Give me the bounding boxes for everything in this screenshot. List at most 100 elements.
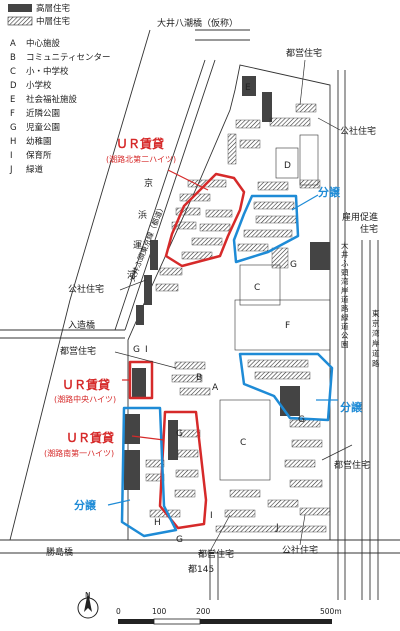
- svg-text:A: A: [10, 39, 16, 49]
- metro-housing-label: 都営住宅: [60, 345, 96, 357]
- facility-letter: D: [284, 161, 291, 171]
- canal-char: 河: [127, 269, 136, 281]
- base-roads: [0, 29, 400, 600]
- legend-item: A 中心施設: [10, 38, 61, 49]
- svg-text:道: 道: [341, 294, 349, 304]
- scale-tick: 200: [196, 607, 211, 616]
- high-rise-swatch: [8, 4, 32, 12]
- svg-text:保育所: 保育所: [26, 150, 52, 161]
- mid-rise-label: 中層住宅: [36, 16, 70, 27]
- svg-text:G: G: [10, 123, 17, 133]
- svg-text:緑: 緑: [341, 312, 349, 322]
- canal-char: 浜: [138, 210, 147, 221]
- legend-item: D 小学校: [10, 80, 52, 91]
- facility-letter: B: [196, 373, 202, 383]
- svg-text:社会福祉施設: 社会福祉施設: [26, 94, 78, 105]
- svg-text:近隣公園: 近隣公園: [26, 108, 60, 119]
- katsushima-bridge-label: 勝島橋: [46, 546, 73, 558]
- scale-tick: 100: [152, 607, 167, 616]
- irifune-bridge-label: 入造橋: [68, 319, 95, 331]
- metro-housing-label: 都営住宅: [198, 548, 234, 560]
- svg-text:東: 東: [372, 308, 380, 318]
- svg-text:C: C: [10, 67, 16, 77]
- building-blocks: [124, 76, 331, 533]
- sale-outlines: [120, 194, 334, 538]
- svg-text:湾: 湾: [341, 276, 349, 286]
- ur-south-title: ＵＲ賃貸: [66, 430, 114, 445]
- svg-text:大: 大: [341, 240, 349, 250]
- svg-text:頭: 頭: [341, 268, 349, 277]
- svg-text:岸: 岸: [341, 286, 349, 295]
- svg-text:路: 路: [341, 303, 349, 313]
- sale-annotations: 分譲 分譲 分譲: [74, 185, 363, 512]
- facility-letter: J: [275, 523, 279, 533]
- svg-text:幼稚園: 幼稚園: [26, 136, 52, 147]
- svg-text:湾: 湾: [372, 328, 380, 338]
- sale-label-middle: 分譲: [340, 400, 363, 414]
- ur-central-outline: [128, 360, 154, 400]
- svg-text:B: B: [10, 53, 16, 63]
- svg-text:H: H: [10, 137, 16, 147]
- svg-text:小・中学校: 小・中学校: [26, 66, 69, 77]
- svg-text:中心施設: 中心施設: [26, 38, 61, 49]
- legend-item: I 保育所: [10, 150, 52, 161]
- facility-letter: A: [212, 383, 219, 393]
- sale-label-north: 分譲: [318, 185, 341, 199]
- sale-middle-outline: [238, 352, 334, 422]
- svg-text:D: D: [10, 81, 17, 91]
- facility-letter: E: [245, 83, 251, 93]
- svg-text:園: 園: [341, 340, 349, 349]
- metro-housing-label: 都営住宅: [286, 47, 322, 59]
- ur-south-subtitle: (潮路南第一ハイツ): [44, 448, 114, 458]
- legend-item: G 児童公園: [10, 122, 60, 133]
- svg-text:道: 道: [341, 321, 349, 331]
- svg-text:コミュニティセンター: コミュニティセンター: [26, 53, 111, 63]
- svg-text:道: 道: [372, 348, 380, 358]
- canal-char: 運: [133, 240, 142, 251]
- facility-letter: F: [285, 321, 290, 331]
- sale-south-outline: [120, 406, 178, 538]
- canal-char: 京: [144, 177, 153, 189]
- ur-north-outline: [164, 172, 246, 268]
- facility-letter: C: [240, 438, 246, 448]
- employment-housing-label-line1: 雇用促進: [342, 211, 378, 223]
- facility-letter: G: [298, 415, 305, 425]
- oi-road-label: 大 井 ふ 頭 湾 岸 道 路 緑 道 公 園: [341, 240, 349, 349]
- sale-north-outline: [232, 194, 300, 264]
- legend-item: C 小・中学校: [10, 66, 69, 77]
- north-arrow: N: [77, 591, 99, 619]
- scale-tick: 500m: [320, 607, 342, 616]
- svg-text:F: F: [10, 109, 15, 119]
- svg-text:N: N: [85, 591, 91, 600]
- sale-label-south: 分譲: [74, 498, 97, 512]
- housing-pointers: [114, 59, 353, 556]
- svg-text:公: 公: [341, 331, 349, 340]
- bridge-north-label: 大井八潮橋（仮称）: [157, 17, 238, 29]
- facility-letter: I: [210, 511, 213, 521]
- facility-letter: H: [154, 518, 161, 528]
- high-rise-label: 高層住宅: [36, 3, 70, 14]
- ur-north-title: ＵＲ賃貸: [116, 136, 164, 151]
- ur-annotations: ＵＲ賃貸 (潮路北第二ハイツ) ＵＲ賃貸 (潮路中央ハイツ) ＵＲ賃貸 (潮路南…: [44, 136, 176, 458]
- scale-tick: 0: [116, 607, 121, 616]
- facility-letter: G: [176, 429, 183, 439]
- legend: 高層住宅 中層住宅 A 中心施設 B コミュニティセンター C 小・中学校 D …: [7, 3, 111, 175]
- bay-road-label: 東 京 湾 岸 道 路: [372, 308, 380, 368]
- svg-text:ふ: ふ: [341, 259, 349, 268]
- mid-rise-swatch: [7, 16, 33, 26]
- ur-south-outline: [158, 410, 208, 530]
- ur-north-subtitle: (潮路北第二ハイツ): [106, 154, 176, 164]
- svg-text:路: 路: [372, 358, 380, 368]
- facility-letter: G: [176, 535, 183, 545]
- svg-text:井: 井: [341, 249, 349, 259]
- facility-letter: I: [145, 345, 148, 355]
- public-housing-label: 公社住宅: [282, 544, 318, 556]
- public-housing-label: 公社住宅: [68, 283, 104, 295]
- housing-labels: 都営住宅 公社住宅 雇用促進 住宅 公社住宅 都営住宅 都営住宅 都営住宅 公社…: [60, 47, 378, 560]
- legend-item: B コミュニティセンター: [10, 53, 111, 63]
- svg-text:岸: 岸: [372, 339, 380, 348]
- svg-text:京: 京: [372, 318, 380, 328]
- scale-bar: 0 100 200 500m: [116, 607, 342, 625]
- svg-text:児童公園: 児童公園: [26, 122, 60, 133]
